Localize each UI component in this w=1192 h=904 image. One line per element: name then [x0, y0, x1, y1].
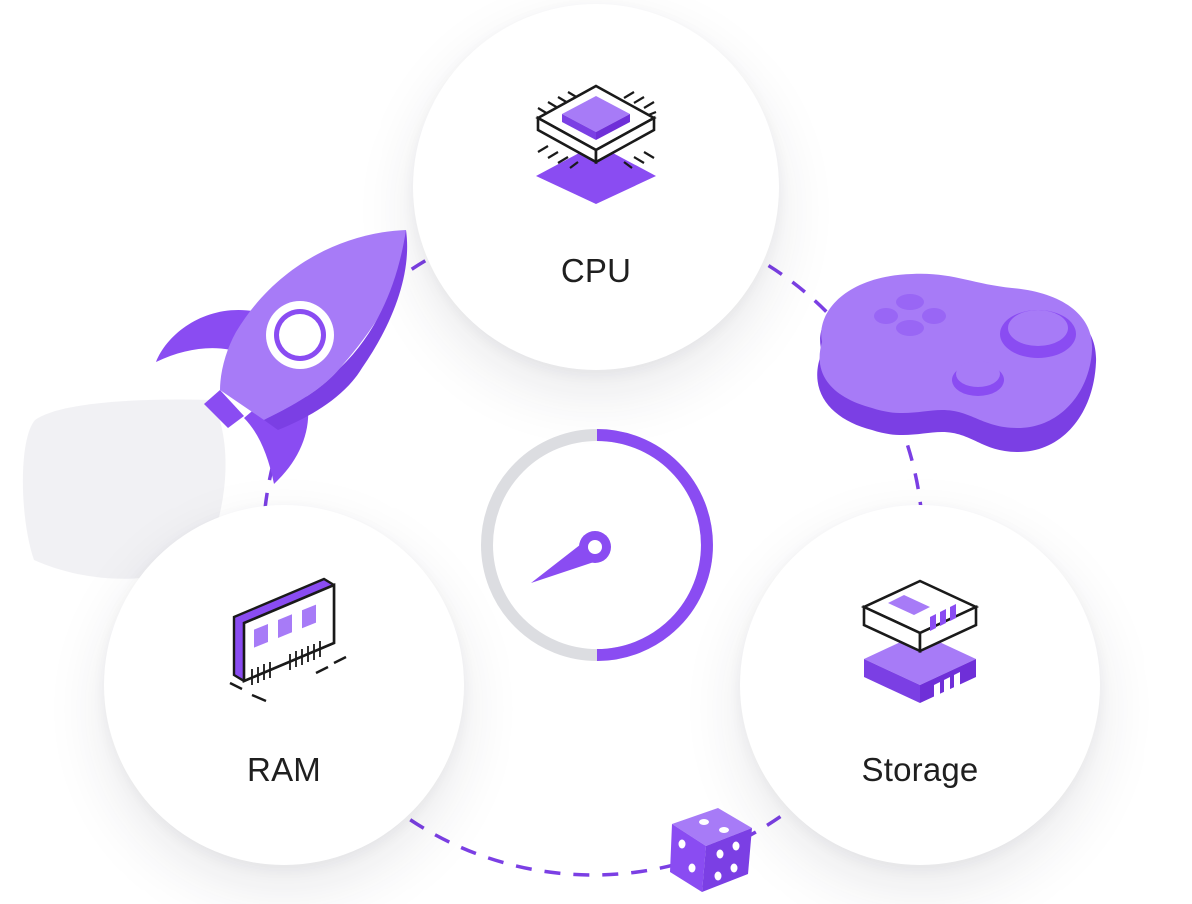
storage-card: Storage — [740, 505, 1100, 865]
ram-module-icon — [229, 577, 347, 703]
ssd-storage-icon — [860, 579, 980, 703]
ram-label: RAM — [247, 751, 321, 788]
ram-card: RAM — [104, 505, 464, 865]
gauge-hub-center — [588, 540, 602, 554]
gauge-progress-arc — [596, 429, 713, 661]
dice-icon — [670, 808, 752, 892]
speedometer-gauge — [481, 429, 713, 661]
cpu-label: CPU — [560, 252, 632, 289]
cpu-card: CPU — [413, 4, 779, 370]
storage-label: Storage — [861, 751, 979, 788]
cpu-chip-icon — [535, 84, 657, 204]
rocket-trail — [22, 399, 226, 579]
gamepad-icon — [817, 273, 1097, 452]
rocket-icon — [156, 230, 408, 484]
